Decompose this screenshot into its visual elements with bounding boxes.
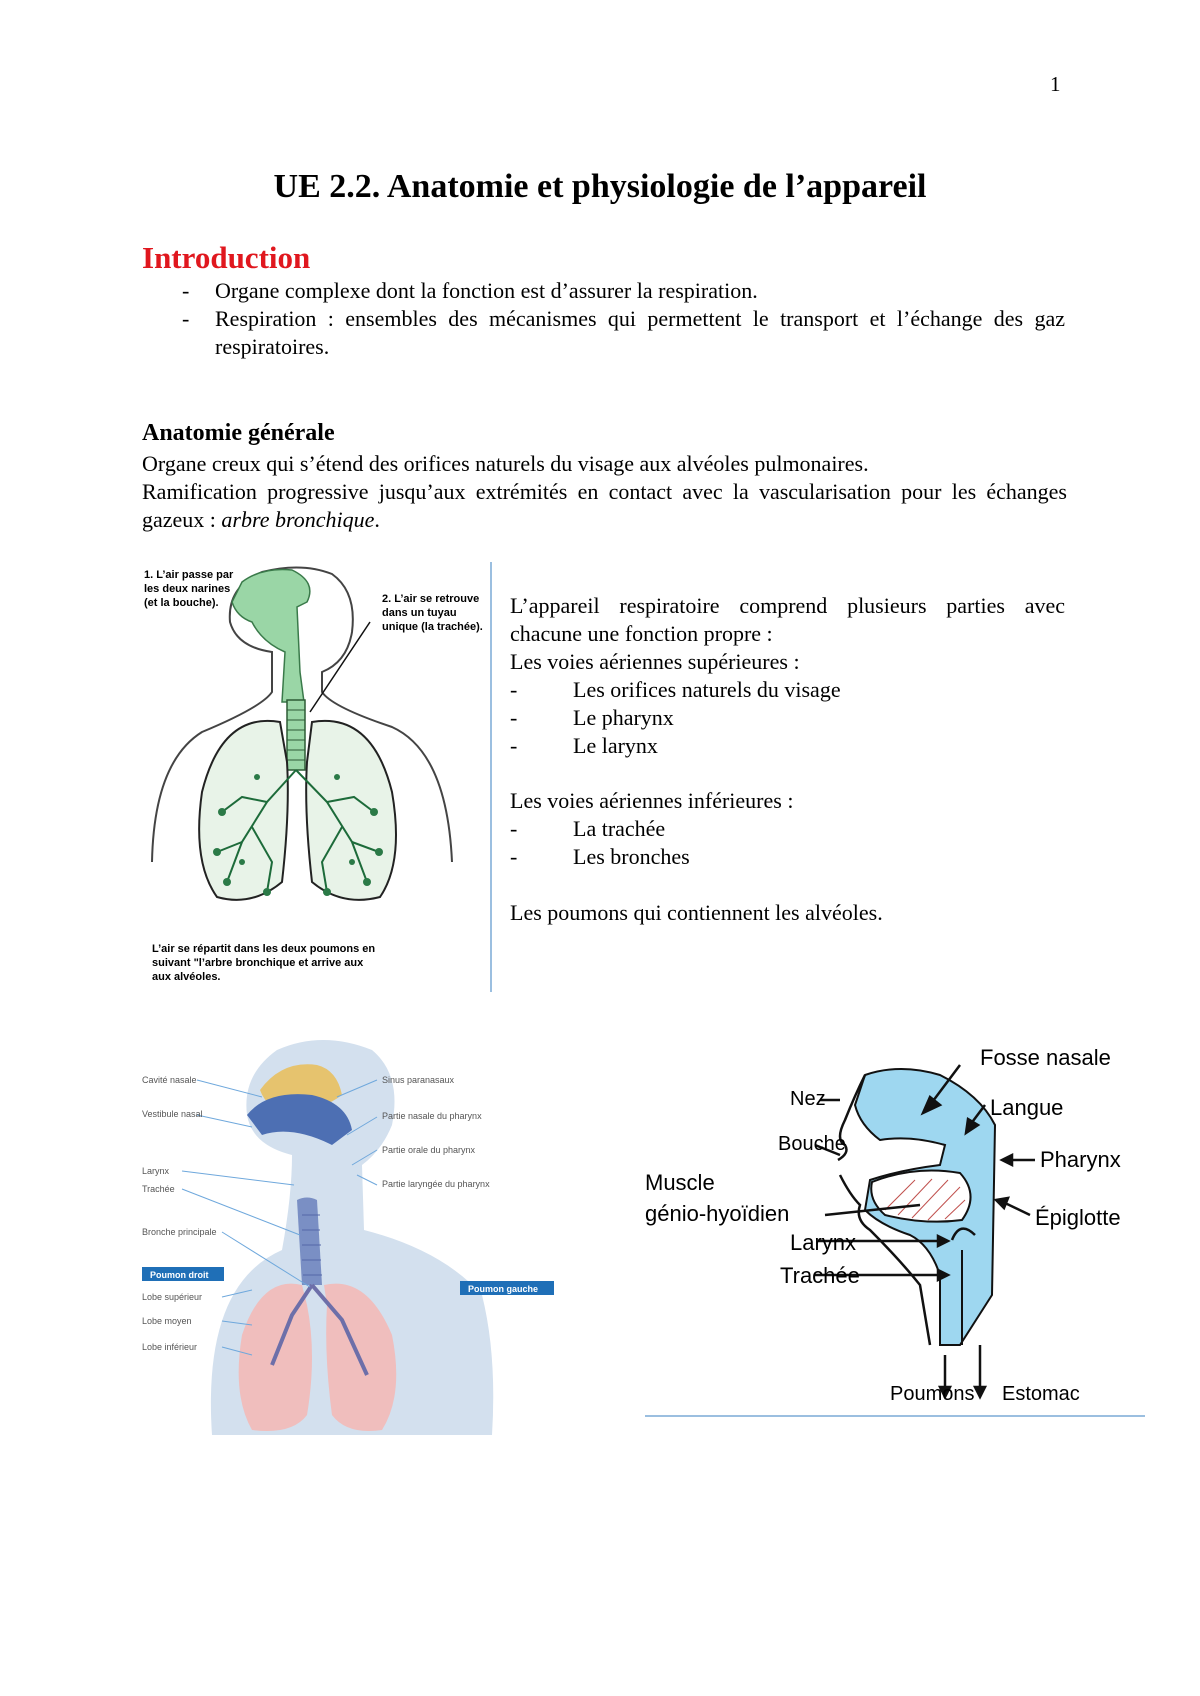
list-item: Les bronches — [573, 844, 690, 869]
airway-label: Estomac — [1002, 1383, 1080, 1405]
anatomy-label: Cavité nasale — [142, 1075, 197, 1085]
paragraph-text: Ramification progressive jusqu’aux extré… — [142, 479, 1067, 532]
list-item: Les orifices naturels du visage — [573, 677, 841, 702]
anatomy-label: Trachée — [142, 1184, 175, 1194]
intro-bullet: Organe complexe dont la fonction est d’a… — [215, 278, 758, 303]
intro-bullet: Respiration : ensembles des mécanismes q… — [215, 306, 1065, 359]
figure-label: 1. L’air passe par — [144, 569, 234, 581]
anatomy-label: Bronche principale — [142, 1227, 217, 1237]
airway-section-figure: Fosse nasale Nez Langue Bouche Pharynx M… — [640, 1045, 1140, 1425]
list-item: La trachée — [573, 816, 666, 841]
bullet-dash: - — [510, 844, 518, 869]
respiratory-anatomy-illustration: Cavité nasale Vestibule nasal Larynx Tra… — [142, 1040, 554, 1435]
paragraph-italic: arbre bronchique — [221, 507, 375, 532]
figure-label: 2. L’air se retrouve — [382, 593, 479, 605]
lobe-label: Lobe supérieur — [142, 1292, 202, 1302]
list-item: Le larynx — [573, 733, 658, 758]
lobe-label: Lobe moyen — [142, 1316, 192, 1326]
anatomy-color-figure: Cavité nasale Vestibule nasal Larynx Tra… — [142, 1035, 562, 1435]
bullet-dash: - — [510, 705, 518, 730]
airway-label: Épiglotte — [1035, 1205, 1121, 1230]
paragraph: Organe creux qui s’étend des orifices na… — [142, 451, 869, 476]
poumon-droit-label: Poumon droit — [150, 1270, 209, 1280]
airway-label: Langue — [990, 1095, 1063, 1120]
bullet-dash: - — [182, 278, 190, 303]
bullet-dash: - — [510, 677, 518, 702]
paragraph: Les poumons qui contiennent les alvéoles… — [510, 900, 883, 925]
lobe-label: Lobe inférieur — [142, 1342, 197, 1352]
airway-label: Pharynx — [1040, 1147, 1121, 1172]
respiratory-tree-figure: 1. L’air passe par les deux narines (et … — [142, 562, 492, 992]
list-heading: Les voies aériennes supérieures : — [510, 649, 800, 674]
figure-label: dans un tuyau — [382, 607, 457, 619]
airway-label: Fosse nasale — [980, 1045, 1111, 1070]
anatomy-label: Sinus paranasaux — [382, 1075, 455, 1085]
figure-caption: aux alvéoles. — [152, 971, 221, 983]
section-heading: Anatomie générale — [142, 420, 335, 446]
bullet-dash: - — [510, 816, 518, 841]
anatomy-label: Partie nasale du pharynx — [382, 1111, 482, 1121]
airway-label: Bouche — [778, 1133, 846, 1155]
poumon-gauche-label: Poumon gauche — [468, 1284, 538, 1294]
figure-caption: suivant "l’arbre bronchique et arrive au… — [152, 957, 364, 969]
anatomy-label: Larynx — [142, 1166, 170, 1176]
airway-label: Nez — [790, 1088, 826, 1110]
intro-heading: Introduction — [142, 240, 311, 275]
airway-label: Muscle — [645, 1170, 715, 1195]
figure-label: les deux narines — [144, 583, 230, 595]
list-heading: Les voies aériennes inférieures : — [510, 788, 794, 813]
airway-label: Larynx — [790, 1230, 856, 1255]
figure-border — [645, 1415, 1145, 1417]
list-item: Le pharynx — [573, 705, 674, 730]
page-title: UE 2.2. Anatomie et physiologie de l’app… — [273, 168, 927, 205]
airway-label: Poumons — [890, 1383, 975, 1405]
respiratory-tree-illustration: 1. L’air passe par les deux narines (et … — [144, 566, 483, 983]
airway-section-illustration: Fosse nasale Nez Langue Bouche Pharynx M… — [645, 1045, 1121, 1405]
figure-caption: L’air se répartit dans les deux poumons … — [152, 943, 375, 955]
airway-label: génio-hyoïdien — [645, 1201, 789, 1226]
anatomy-label: Partie laryngée du pharynx — [382, 1179, 490, 1189]
paragraph-text: . — [374, 507, 380, 532]
figure-label: unique (la trachée). — [382, 621, 483, 633]
anatomy-label: Partie orale du pharynx — [382, 1145, 476, 1155]
anatomy-label: Vestibule nasal — [142, 1109, 203, 1119]
figure-border — [490, 562, 492, 992]
page-number: 1 — [1050, 72, 1061, 96]
parts-intro: L’appareil respiratoire comprend plusieu… — [510, 593, 1065, 646]
bullet-dash: - — [510, 733, 518, 758]
paragraph: Ramification progressive jusqu’aux extré… — [142, 478, 1067, 534]
bullet-dash: - — [182, 306, 190, 331]
airway-label: Trachée — [780, 1263, 860, 1288]
figure-label: (et la bouche). — [144, 597, 219, 609]
